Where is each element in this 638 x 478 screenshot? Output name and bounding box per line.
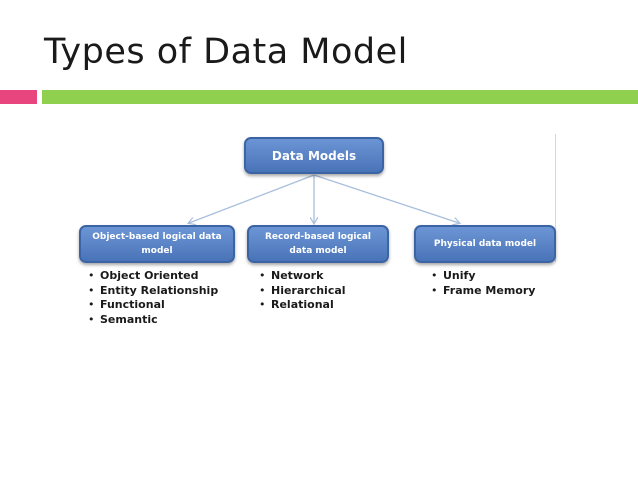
object-based-model-label: Object-based logical data model	[92, 232, 222, 256]
list-item: Functional	[88, 298, 218, 313]
record-based-model-list: Network Hierarchical Relational	[259, 269, 346, 313]
title-underline-bar	[42, 90, 638, 104]
list-item: Hierarchical	[259, 284, 346, 299]
list-item: Semantic	[88, 313, 218, 328]
diagram-frame-edge	[555, 134, 556, 262]
physical-model-label: Physical data model	[433, 239, 537, 249]
slide-title: Types of Data Model	[44, 32, 408, 72]
list-item: Unify	[431, 269, 535, 284]
record-based-model-box: Record-based logical data model	[247, 225, 389, 263]
title-accent-bar	[0, 90, 37, 104]
record-based-model-label: Record-based logical data model	[264, 232, 371, 256]
list-item: Frame Memory	[431, 284, 535, 299]
list-item: Entity Relationship	[88, 284, 218, 299]
data-models-box: Data Models	[244, 137, 384, 174]
connector-to-physical	[313, 174, 459, 223]
list-item: Relational	[259, 298, 346, 313]
list-item: Object Oriented	[88, 269, 218, 284]
data-models-label: Data Models	[271, 148, 357, 163]
list-item: Network	[259, 269, 346, 284]
physical-model-list: Unify Frame Memory	[431, 269, 535, 298]
physical-model-box: Physical data model	[414, 225, 556, 263]
connector-to-object-based	[189, 174, 315, 223]
object-based-model-list: Object Oriented Entity Relationship Func…	[88, 269, 218, 328]
object-based-model-box: Object-based logical data model	[79, 225, 235, 263]
